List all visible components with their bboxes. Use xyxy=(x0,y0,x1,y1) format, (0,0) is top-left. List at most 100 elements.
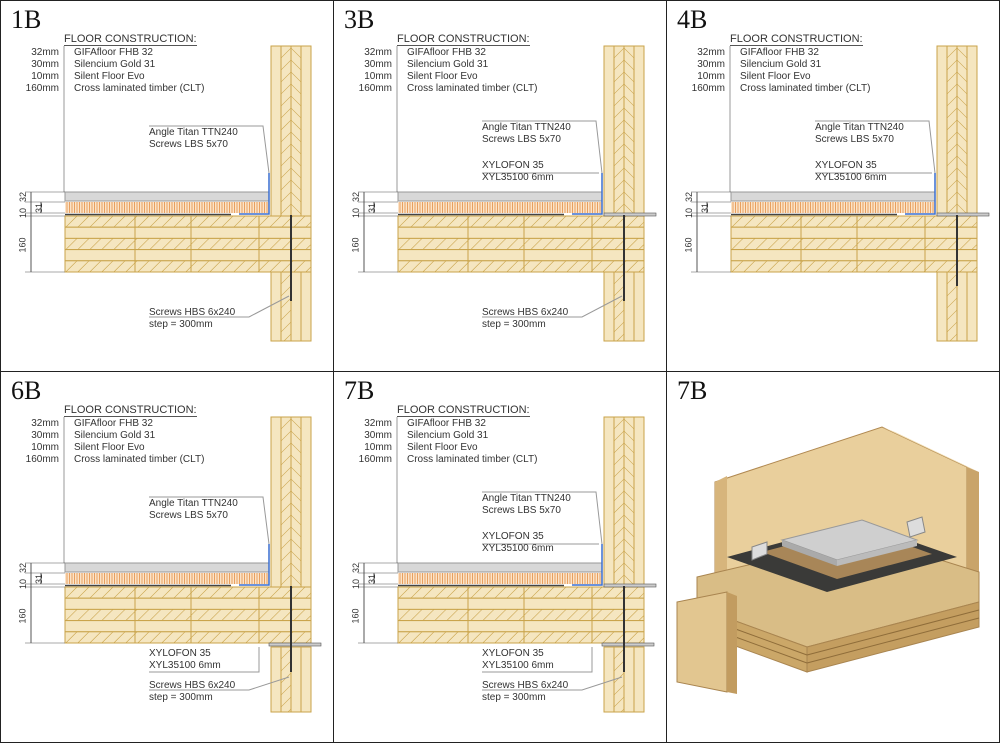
screws-callout-line2: step = 300mm xyxy=(482,692,546,703)
layer-thickness: 10mm xyxy=(31,442,59,453)
xylofon-strip-top xyxy=(603,212,657,217)
floor-construction-title: FLOOR CONSTRUCTION: xyxy=(64,33,197,46)
gifafloor-layer xyxy=(397,562,603,573)
angle-callout-line2: Screws LBS 5x70 xyxy=(482,134,561,145)
layer-material: Silencium Gold 31 xyxy=(740,59,822,70)
panel-label: 3B xyxy=(344,5,375,34)
layer-material: Cross laminated timber (CLT) xyxy=(74,83,205,94)
xylofon-callout-line1: XYLOFON 35 xyxy=(815,160,877,171)
dimension-d160: 160 xyxy=(17,237,28,253)
angle-callout-line2: Screws LBS 5x70 xyxy=(149,510,228,521)
angle-callout-line1: Angle Titan TTN240 xyxy=(149,498,238,509)
layer-material: Silent Floor Evo xyxy=(740,71,811,82)
xylofon-strip-top xyxy=(603,583,657,588)
layer-material: Silencium Gold 31 xyxy=(74,59,156,70)
layer-material: Silent Floor Evo xyxy=(74,442,145,453)
angle-callout-line1: Angle Titan TTN240 xyxy=(482,122,571,133)
clt-floor-slab xyxy=(730,215,978,273)
layer-thickness: 30mm xyxy=(364,430,392,441)
layer-material: Silent Floor Evo xyxy=(407,442,478,453)
silencium-layer xyxy=(65,202,269,213)
dimension-line xyxy=(691,191,731,273)
layer-thickness: 30mm xyxy=(364,59,392,70)
screws-callout-line1: Screws HBS 6x240 xyxy=(482,680,569,691)
clt-wall-upper xyxy=(603,416,645,588)
dimension-d32: 32 xyxy=(351,562,362,574)
layer-material: Cross laminated timber (CLT) xyxy=(740,83,871,94)
dimension-d10: 10 xyxy=(18,578,29,590)
floor-construction-title: FLOOR CONSTRUCTION: xyxy=(730,33,863,46)
layer-thickness: 32mm xyxy=(31,47,59,58)
layer-thickness: 10mm xyxy=(364,71,392,82)
angle-bracket xyxy=(572,544,603,586)
layer-thickness: 160mm xyxy=(358,454,392,465)
layer-material: GIFAfloor FHB 32 xyxy=(740,47,819,58)
dimension-d160: 160 xyxy=(350,237,361,253)
screws-callout-line1: Screws HBS 6x240 xyxy=(149,680,236,691)
dimension-d10: 10 xyxy=(684,207,695,219)
panel-label: 1B xyxy=(11,5,42,34)
layer-material: Silencium Gold 31 xyxy=(407,59,489,70)
dimension-line xyxy=(25,562,65,644)
clt-wall-upper xyxy=(936,45,978,217)
xylofon-callout-line2: XYL35100 6mm xyxy=(482,660,554,671)
gifafloor-layer xyxy=(64,562,270,573)
dimension-d32: 32 xyxy=(18,562,29,574)
angle-callout-line2: Screws LBS 5x70 xyxy=(482,505,561,516)
panel-label: 4B xyxy=(677,5,708,34)
xylofon-callout-line1: XYLOFON 35 xyxy=(482,160,544,171)
dimension-line xyxy=(25,191,65,273)
layer-thickness: 10mm xyxy=(364,442,392,453)
xylofon-callout-line1: XYLOFON 35 xyxy=(482,531,544,542)
silencium-layer xyxy=(398,202,602,213)
dimension-d32: 32 xyxy=(18,191,29,203)
layer-material: Cross laminated timber (CLT) xyxy=(407,454,538,465)
xylofon-strip-bottom xyxy=(601,642,655,647)
dimension-d31: 31 xyxy=(367,202,378,214)
silencium-layer xyxy=(398,573,602,584)
xylofon-callout-line2: XYL35100 6mm xyxy=(149,660,221,671)
layer-material: Silent Floor Evo xyxy=(74,71,145,82)
xylofon-callout-line1: XYLOFON 35 xyxy=(149,648,211,659)
dimension-d32: 32 xyxy=(684,191,695,203)
layer-material: Silencium Gold 31 xyxy=(407,430,489,441)
gifafloor-layer xyxy=(64,191,270,202)
xylofon-callout-line2: XYL35100 6mm xyxy=(815,172,887,183)
xylofon-callout-line2: XYL35100 6mm xyxy=(482,172,554,183)
screws-callout-line2: step = 300mm xyxy=(149,319,213,330)
dimension-d160: 160 xyxy=(17,608,28,624)
floor-construction-title: FLOOR CONSTRUCTION: xyxy=(64,404,197,417)
xylofon-strip-bottom xyxy=(268,642,322,647)
screws-callout-line2: step = 300mm xyxy=(149,692,213,703)
layer-thickness: 160mm xyxy=(358,83,392,94)
layer-thickness: 10mm xyxy=(697,71,725,82)
dimension-d31: 31 xyxy=(367,573,378,585)
angle-callout-line1: Angle Titan TTN240 xyxy=(815,122,904,133)
clt-floor-slab xyxy=(397,586,645,644)
panel-label: 7B xyxy=(677,376,708,405)
layer-thickness: 32mm xyxy=(364,418,392,429)
floor-construction-title: FLOOR CONSTRUCTION: xyxy=(397,404,530,417)
3d-render xyxy=(676,426,980,694)
silencium-layer xyxy=(65,573,269,584)
angle-bracket xyxy=(905,173,936,215)
angle-bracket xyxy=(239,173,270,215)
dimension-d31: 31 xyxy=(34,202,45,214)
gifafloor-layer xyxy=(397,191,603,202)
layer-thickness: 160mm xyxy=(691,83,725,94)
layer-thickness: 32mm xyxy=(364,47,392,58)
screws-callout-line1: Screws HBS 6x240 xyxy=(482,307,569,318)
layer-material: Cross laminated timber (CLT) xyxy=(74,454,205,465)
dimension-d10: 10 xyxy=(18,207,29,219)
clt-floor-slab xyxy=(64,215,312,273)
angle-callout-line2: Screws LBS 5x70 xyxy=(149,139,228,150)
dimension-d160: 160 xyxy=(350,608,361,624)
angle-callout-line2: Screws LBS 5x70 xyxy=(815,134,894,145)
dimension-d10: 10 xyxy=(351,207,362,219)
layer-thickness: 30mm xyxy=(31,59,59,70)
